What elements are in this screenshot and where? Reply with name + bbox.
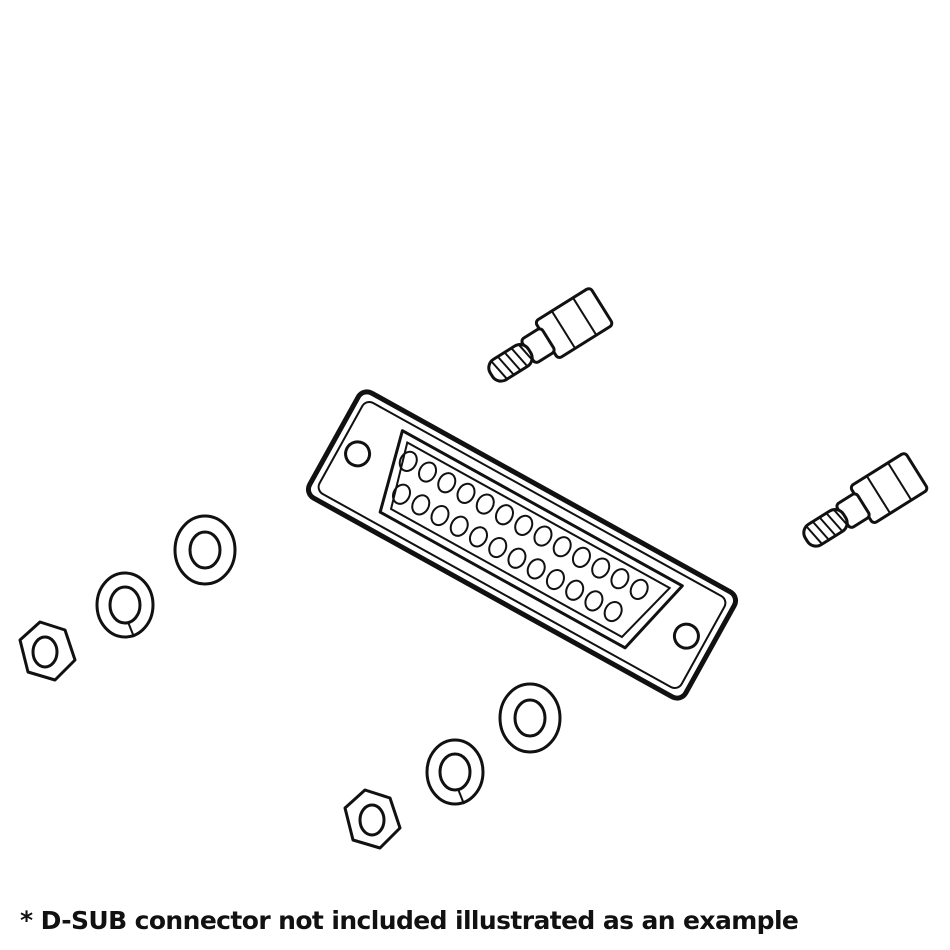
flat-washer-bottom [498,682,562,754]
hex-nut-left [18,620,77,682]
pin-contact [584,590,604,612]
mounting-hole-right [672,622,700,650]
pin-contact [610,568,630,590]
pin-contact [411,494,431,516]
pin-contact [533,525,553,547]
pin-contact [591,557,611,579]
pin-contact [565,579,585,601]
pin-contact [468,526,488,548]
pin-contact [629,578,649,600]
pin-contact [603,600,623,623]
connector-shell [378,429,684,650]
pin-contact [398,450,418,472]
lock-washer-bottom [425,738,485,806]
pin-contact [514,514,534,536]
pin-contact [456,482,476,504]
hex-nut-bottom [343,788,402,850]
pin-contact [545,568,565,591]
pin-contact [430,504,450,527]
caption-note: * D-SUB connector not included illustrat… [20,906,799,935]
pin-contact [488,536,508,559]
pin-contact [449,515,469,537]
pin-contact [552,536,572,558]
pin-contact [391,483,412,505]
lock-washer-left [95,571,155,639]
pin-contact [418,461,438,483]
pin-contact [437,472,457,494]
pin-contact [494,504,515,526]
standoff-screw-top [487,287,614,383]
dsub-connector [305,389,739,701]
pin-contact [526,558,546,580]
pin-contact [507,547,527,569]
pin-contact [475,493,495,515]
pin-contact [571,546,591,568]
mounting-hole-left [344,440,372,468]
connector-pins [391,450,649,623]
standoff-screw-right [802,452,929,548]
flat-washer-left [173,514,237,586]
